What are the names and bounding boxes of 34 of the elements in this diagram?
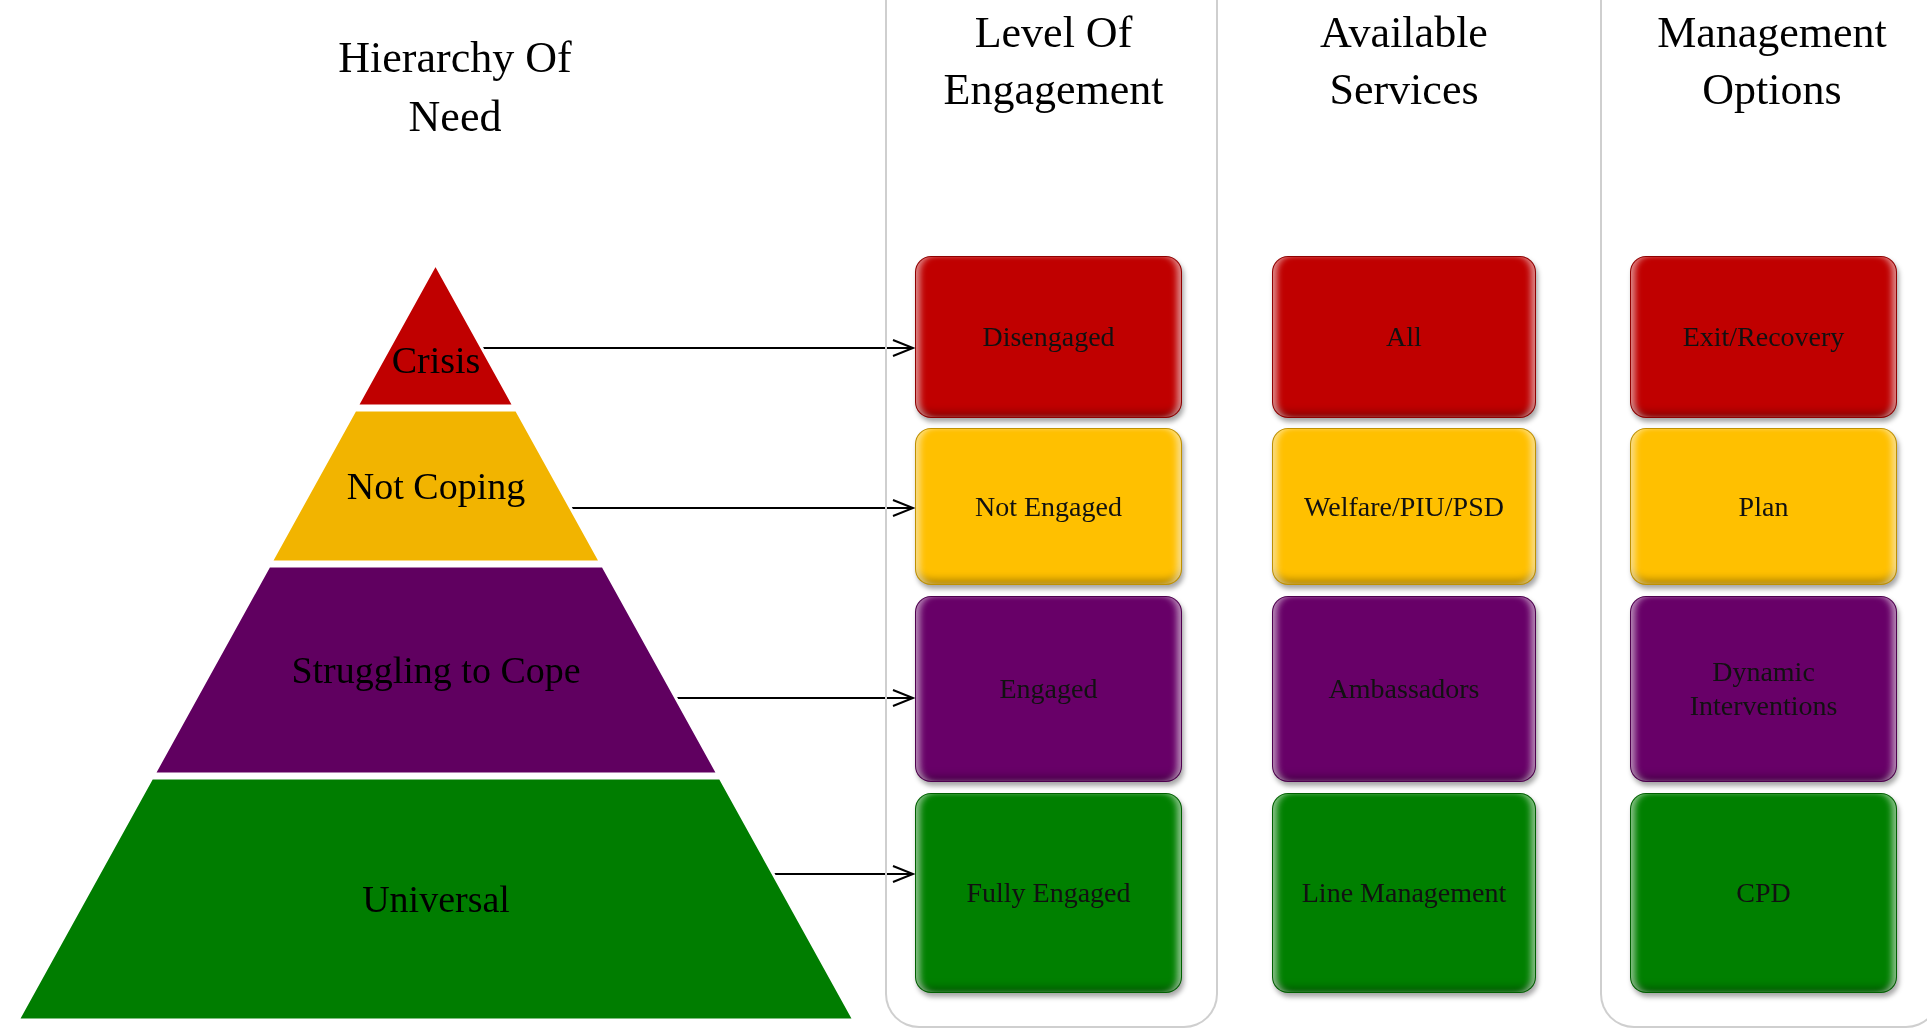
box-label: Exit/Recovery	[1682, 320, 1845, 354]
tier-label: Struggling to Cope	[291, 648, 581, 692]
tier-label: Universal	[362, 877, 510, 921]
column-heading: Level Of Engagement	[942, 7, 1165, 117]
column-heading: Available Services	[1319, 7, 1489, 117]
rounded-box	[1272, 428, 1536, 585]
rounded-box	[1630, 428, 1897, 585]
column-panel	[1600, 0, 1927, 1028]
rounded-box	[1272, 793, 1536, 993]
box-label: Fully Engaged	[966, 876, 1131, 910]
box-label: Dynamic Interventions	[1688, 655, 1839, 723]
box-label: Line Management	[1301, 876, 1507, 910]
column-panel	[885, 0, 1218, 1028]
rounded-box	[1630, 793, 1897, 993]
tier-label: Not Coping	[346, 464, 526, 508]
box-label: All	[1386, 320, 1422, 354]
box-label: Ambassadors	[1328, 672, 1480, 706]
box-label: Disengaged	[982, 320, 1115, 354]
rounded-box	[915, 256, 1182, 418]
rounded-box	[1272, 256, 1536, 418]
tier-label: Crisis	[391, 338, 481, 382]
diagram-title: Hierarchy Of Need	[337, 32, 573, 144]
box-label: CPD	[1736, 876, 1791, 910]
box-label: Not Engaged	[975, 489, 1122, 524]
rounded-box	[915, 793, 1182, 993]
box-label: Plan	[1738, 489, 1789, 524]
rounded-box	[915, 428, 1182, 585]
box-label: Welfare/PIU/PSD	[1304, 489, 1504, 524]
rounded-box	[1272, 596, 1536, 782]
rounded-box	[1630, 256, 1897, 418]
box-label: Engaged	[999, 672, 1098, 706]
rounded-box	[915, 596, 1182, 782]
rounded-box	[1630, 596, 1897, 782]
column-heading: Management Options	[1656, 7, 1888, 117]
